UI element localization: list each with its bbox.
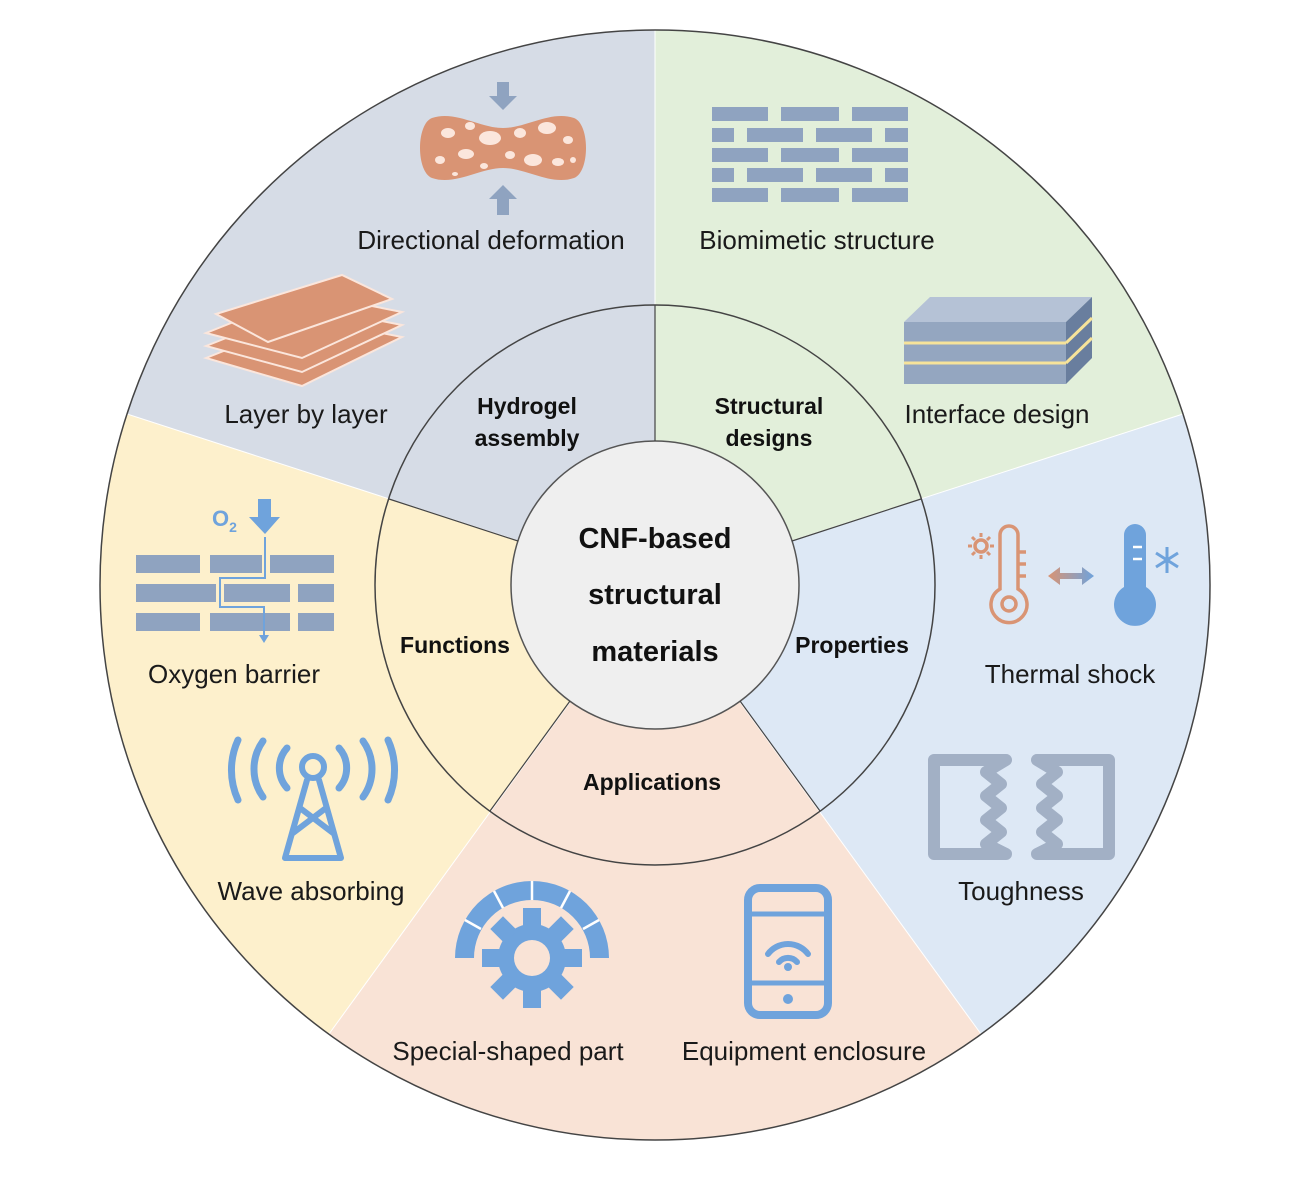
crack-block-icon xyxy=(928,754,1115,860)
category-structural-line1: Structural xyxy=(715,393,824,419)
label-special-shaped-part: Special-shaped part xyxy=(392,1036,624,1066)
double-arrow-icon xyxy=(1048,567,1094,585)
brick-wall-icon xyxy=(712,107,908,202)
category-applications: Applications xyxy=(583,769,721,795)
category-hydrogel-line1: Hydrogel xyxy=(477,393,577,419)
center-title-line1: CNF-based xyxy=(578,523,731,555)
thermometer-cold-icon xyxy=(1114,524,1179,626)
label-thermal-shock: Thermal shock xyxy=(985,659,1156,689)
gear-icon xyxy=(455,881,609,1008)
category-properties: Properties xyxy=(795,632,909,658)
sector-applications xyxy=(329,585,981,1140)
label-biomimetic-structure: Biomimetic structure xyxy=(699,225,935,255)
category-structural-line2: designs xyxy=(726,425,813,451)
phone-icon xyxy=(744,884,832,1019)
antenna-tower-icon xyxy=(228,736,398,861)
o2-label: O2 xyxy=(212,506,237,535)
brick-barrier-icon xyxy=(136,499,334,643)
compressed-sponge-icon xyxy=(420,82,586,215)
stacked-layers-icon xyxy=(202,273,406,388)
label-oxygen-barrier: Oxygen barrier xyxy=(148,659,320,689)
category-hydrogel-line2: assembly xyxy=(475,425,580,451)
center-title-line3: materials xyxy=(591,636,718,668)
outer-circle xyxy=(99,29,1211,1141)
label-layer-by-layer: Layer by layer xyxy=(224,399,388,429)
center-title-line2: structural xyxy=(588,579,722,611)
label-interface-design: Interface design xyxy=(904,399,1089,429)
label-equipment-enclosure: Equipment enclosure xyxy=(682,1036,926,1066)
label-directional-deformation: Directional deformation xyxy=(357,225,624,255)
laminate-block-icon xyxy=(904,297,1094,384)
label-toughness: Toughness xyxy=(958,876,1084,906)
category-functions: Functions xyxy=(400,632,510,658)
label-wave-absorbing: Wave absorbing xyxy=(218,876,405,906)
thermometer-hot-icon xyxy=(968,524,1029,625)
